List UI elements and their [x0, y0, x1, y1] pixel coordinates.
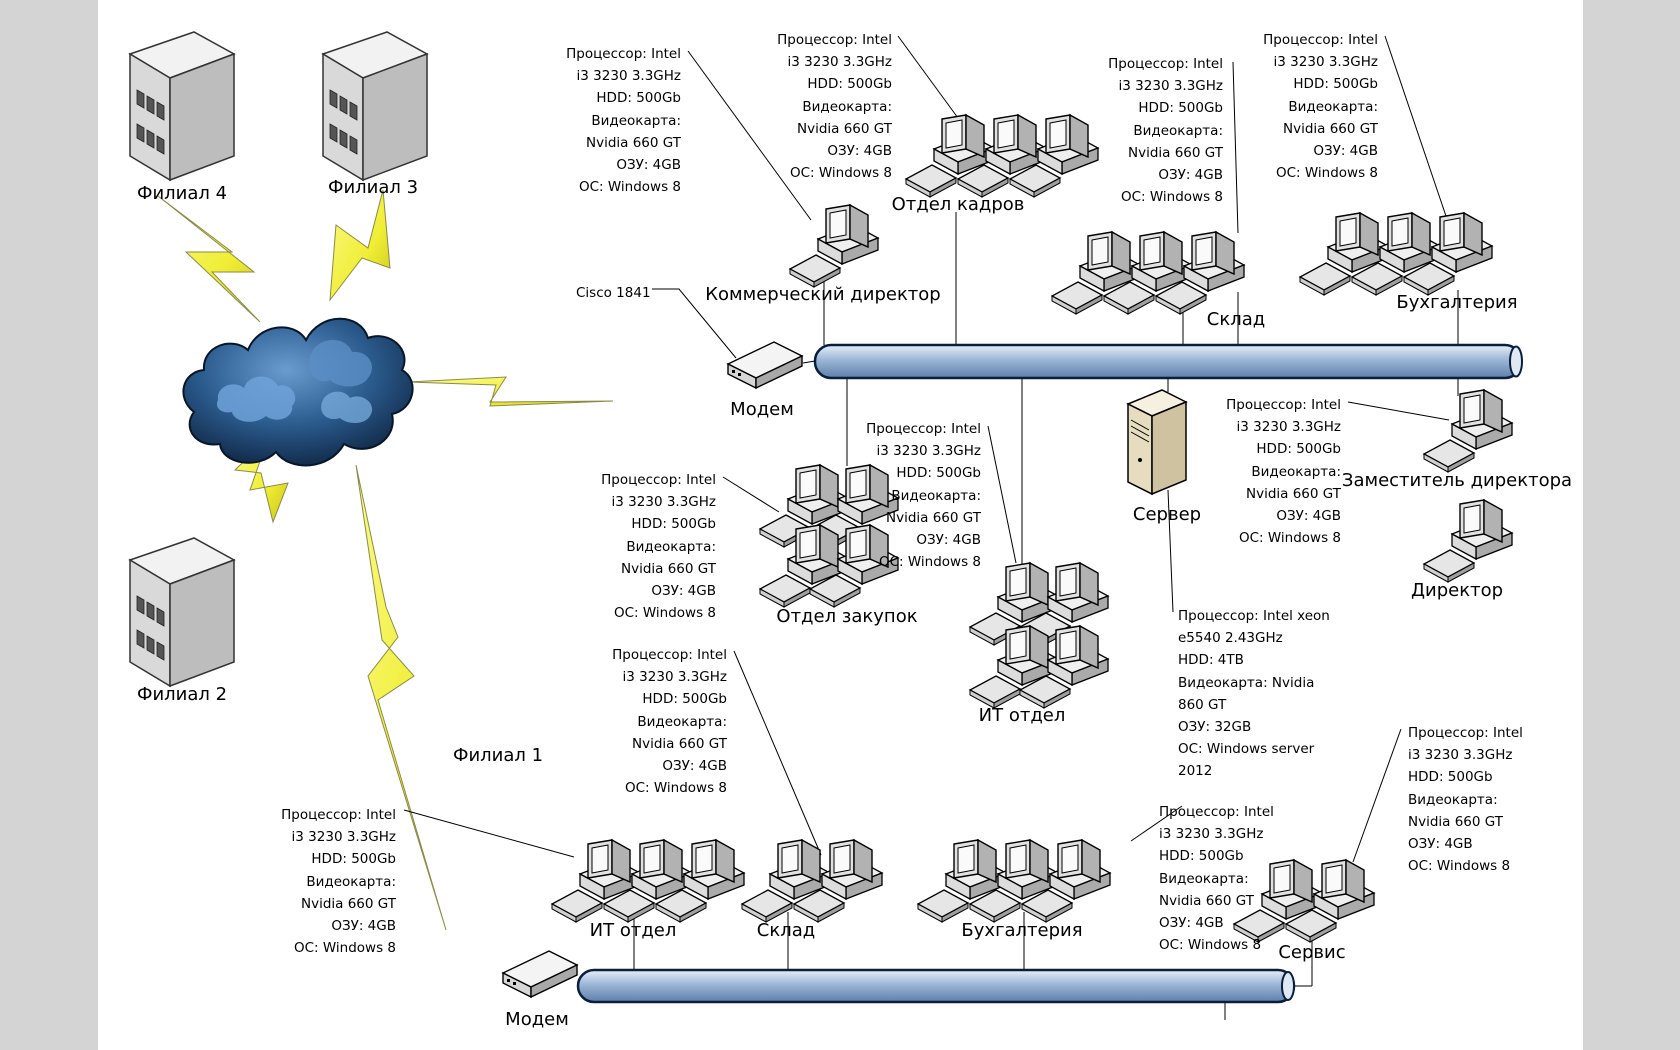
bottom-lan-bus [576, 968, 1296, 1004]
bottom-accounting-label: Бухгалтерия [961, 920, 1083, 941]
network-diagram [129, 31, 1523, 1020]
top-drops [823, 212, 1459, 613]
router-label: Cisco 1841 [576, 285, 651, 301]
bottom-modem-label: Модем [505, 1009, 569, 1030]
branch-1-label: Филиал 1 [452, 745, 544, 766]
bottom-modem-icon [502, 950, 578, 998]
deputy-director-pc-icon [1423, 389, 1513, 473]
service-label: Сервис [1278, 942, 1346, 963]
warehouse-label: Склад [1206, 309, 1266, 330]
callout-lines [403, 35, 1450, 863]
wan-links [157, 189, 614, 931]
server-label: Сервер [1132, 504, 1202, 525]
hr-department-label: Отдел кадров [891, 194, 1025, 215]
commercial-director-label: Коммерческий директор [705, 284, 941, 305]
server-icon [1126, 389, 1188, 496]
commercial-director-pc-icon [789, 204, 879, 288]
branch-2-building-icon [129, 537, 235, 687]
branch-3-building-icon [322, 31, 428, 181]
top-modem-label: Модем [730, 399, 794, 420]
branch-4-label: Филиал 4 [136, 183, 228, 204]
director-label: Директор [1410, 580, 1504, 601]
bottom-it-label: ИТ отдел [589, 920, 677, 941]
branch-2-label: Филиал 2 [136, 684, 228, 705]
accounting-label: Бухгалтерия [1396, 292, 1518, 313]
top-lan-bus [813, 343, 1523, 380]
branch-3-label: Филиал 3 [327, 177, 419, 198]
bottom-warehouse-label: Склад [756, 920, 816, 941]
top-modem-icon [727, 341, 803, 389]
internet-cloud-icon [182, 317, 414, 467]
purchasing-label: Отдел закупок [776, 606, 918, 627]
it-department-label: ИТ отдел [978, 705, 1066, 726]
branch-4-building-icon [129, 31, 235, 181]
deputy-director-label: Заместитель директора [1341, 470, 1573, 491]
director-pc-icon [1423, 499, 1513, 583]
